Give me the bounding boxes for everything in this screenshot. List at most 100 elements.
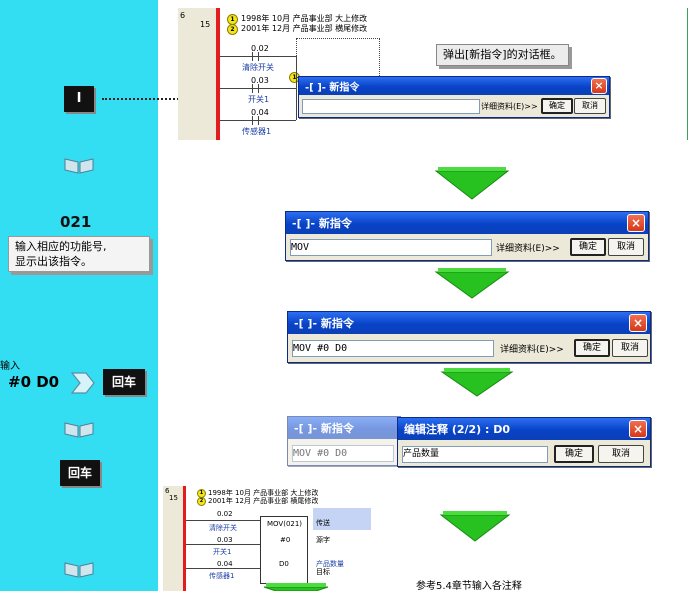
dialog-title-bar: -[ ]- 新指令	[288, 417, 400, 439]
comment-input[interactable]: 产品数量	[402, 446, 548, 463]
new-instruction-dialog-1: -[ ]- 新指令 × 详细资料(E)>> 确定 取消	[298, 76, 610, 118]
enter-key-1: 回车	[103, 369, 145, 395]
right-rail	[687, 8, 688, 140]
flow-arrow-2	[434, 268, 510, 299]
contact-3-bar-b	[258, 116, 259, 125]
key-i: I	[64, 86, 94, 112]
instruction-input[interactable]	[302, 99, 480, 114]
cancel-button[interactable]: 取消	[598, 445, 644, 463]
contact-1-bar-b	[258, 52, 259, 61]
dialog-title-bar[interactable]: -[ ]- 新指令 ×	[286, 212, 648, 234]
rung-comment-2: 2001年 12月 产品事业部 横尾修改	[208, 497, 319, 505]
close-icon[interactable]: ×	[629, 420, 647, 438]
note-line-2: 显示出该指令。	[15, 255, 92, 268]
dialog-title-bar[interactable]: -[ ]- 新指令 ×	[288, 312, 650, 334]
new-instruction-dialog-background: -[ ]- 新指令 MOV #0 D0	[287, 416, 401, 466]
contact-3-name: 传感器1	[209, 572, 235, 580]
cancel-button[interactable]: 取消	[612, 339, 648, 357]
next-step-icon	[70, 372, 95, 394]
ok-button[interactable]: 确定	[574, 339, 610, 357]
details-link[interactable]: 详细资料(E)>>	[496, 244, 560, 254]
ok-button[interactable]: 确定	[541, 98, 573, 114]
instruction-cursor-box	[296, 38, 380, 78]
close-icon[interactable]: ×	[627, 214, 645, 232]
instruction-mnemonic: MOV(021)	[267, 520, 303, 528]
cancel-button[interactable]: 取消	[608, 238, 644, 256]
dialog-title-bar[interactable]: -[ ]- 新指令 ×	[299, 77, 609, 95]
contact-2-name: 开关1	[213, 548, 232, 556]
ok-button[interactable]: 确定	[554, 445, 594, 463]
contact-1-bar-a	[252, 52, 253, 61]
book-icon	[64, 158, 94, 174]
source-comment-highlight	[313, 508, 371, 530]
step-number: 15	[169, 494, 178, 502]
dialog-title-bar[interactable]: 编辑注释 (2/2) : D0 ×	[398, 418, 650, 440]
flow-arrow-1	[434, 167, 510, 200]
operand-source: #0	[280, 536, 291, 544]
flow-arrow-5	[263, 583, 329, 591]
footer-note: 参考5.4章节输入各注释	[416, 581, 522, 592]
details-link[interactable]: 详细资料(E)>>	[481, 102, 538, 111]
line-gutter	[178, 8, 217, 140]
source-comment-2: 源字	[316, 536, 330, 544]
callout-new-instruction: 弹出[新指令]的对话框。	[436, 44, 569, 66]
close-icon[interactable]: ×	[629, 314, 647, 332]
contact-2-name: 开关1	[248, 95, 270, 104]
cancel-button[interactable]: 取消	[574, 98, 606, 114]
instruction-input[interactable]: MOV	[290, 239, 492, 256]
rung-3-line	[186, 568, 260, 569]
new-instruction-dialog-2: -[ ]- 新指令 × MOV 详细资料(E)>> 确定 取消	[285, 211, 649, 261]
row-index: 6	[180, 11, 186, 20]
rung-comment-1: 1998年 10月 产品事业部 大上修改	[241, 14, 368, 23]
book-icon-2	[64, 422, 94, 438]
ladder-editor-top[interactable]: 6 15 1 2 1998年 10月 产品事业部 大上修改 2001年 12月 …	[178, 8, 690, 140]
ladder-editor-bottom[interactable]: 6 15 1 2 1998年 10月 产品事业部 大上修改 2001年 12月 …	[163, 486, 417, 591]
function-code: 021	[60, 213, 92, 231]
rung-1-line	[186, 520, 260, 521]
close-icon[interactable]: ×	[591, 78, 607, 94]
new-instruction-dialog-3: -[ ]- 新指令 × MOV #0 D0 详细资料(E)>> 确定 取消	[287, 311, 651, 363]
ok-button[interactable]: 确定	[570, 238, 606, 256]
left-rail	[183, 486, 186, 591]
book-icon-3	[64, 562, 94, 578]
row-index: 6	[165, 487, 170, 495]
contact-2-bar-b	[258, 84, 259, 93]
rung-2-line	[186, 544, 260, 545]
branch-line	[296, 56, 297, 120]
contact-1-address: 0.02	[217, 510, 233, 518]
input-label: 输入	[0, 361, 20, 372]
note-line-1: 输入相应的功能号,	[15, 240, 107, 253]
contact-3-bar-a	[252, 116, 253, 125]
source-comment: 传送	[316, 519, 330, 527]
flow-arrow-4	[439, 511, 511, 542]
dialog-title: -[ ]- 新指令	[292, 217, 352, 230]
contact-2-bar-a	[252, 84, 253, 93]
operand-destination: D0	[279, 560, 289, 568]
contact-1-address: 0.02	[251, 44, 269, 53]
step-number: 15	[200, 20, 211, 29]
dialog-title: -[ ]- 新指令	[294, 317, 354, 330]
comment-marker-2: 2	[227, 24, 238, 35]
mov-instruction-box[interactable]	[260, 516, 308, 584]
contact-3-address: 0.04	[251, 108, 269, 117]
function-note: 输入相应的功能号, 显示出该指令。	[8, 236, 150, 272]
rung-comment-2: 2001年 12月 产品事业部 横尾修改	[241, 24, 368, 33]
dialog-title: -[ ]- 新指令	[294, 422, 354, 435]
instruction-input[interactable]: MOV #0 D0	[292, 340, 494, 357]
dialog-title: 编辑注释 (2/2) : D0	[404, 423, 511, 436]
contact-1-name: 清除开关	[209, 524, 237, 532]
instruction-input: MOV #0 D0	[292, 445, 394, 462]
contact-3-address: 0.04	[217, 560, 233, 568]
edit-comment-dialog: 编辑注释 (2/2) : D0 × 产品数量 确定 取消	[397, 417, 651, 467]
dialog-title: -[ ]- 新指令	[305, 82, 360, 94]
details-link[interactable]: 详细资料(E)>>	[500, 345, 564, 355]
contact-3-name: 传感器1	[242, 127, 272, 136]
contact-2-address: 0.03	[251, 76, 269, 85]
flow-arrow-3	[440, 368, 514, 397]
rung-comment-1: 1998年 10月 产品事业部 大上修改	[208, 489, 319, 497]
destination-comment: 产品数量	[316, 560, 344, 568]
enter-key-2: 回车	[60, 460, 100, 486]
contact-2-address: 0.03	[217, 536, 233, 544]
input-value: #0 D0	[8, 373, 60, 391]
comment-marker-2: 2	[197, 497, 206, 506]
